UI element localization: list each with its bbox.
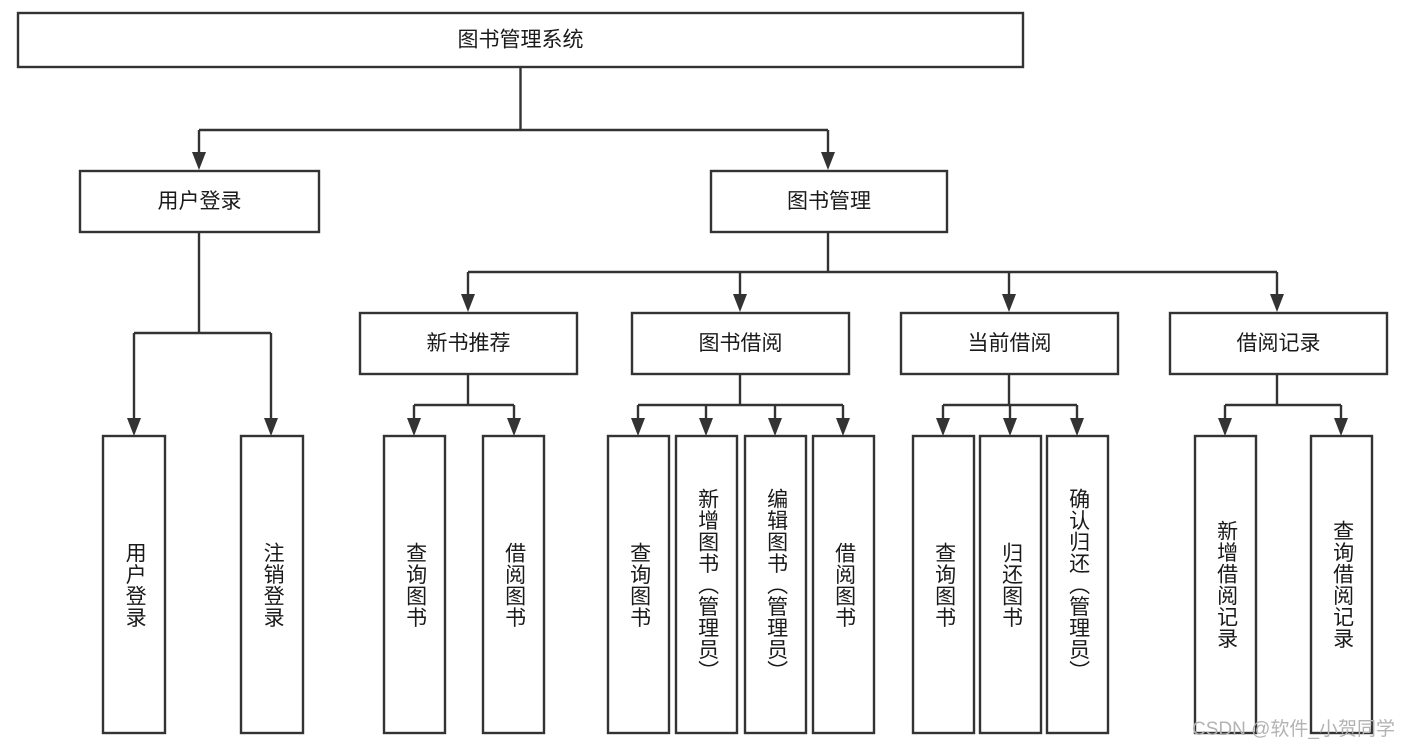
node-root[interactable]: 图书管理系统 (16, 11, 1025, 69)
leaf-logout-label: 注销登录 (261, 541, 285, 628)
leaf-edit-book[interactable]: 编辑图书（管理员） (743, 434, 808, 735)
leaf-add-record-box[interactable] (1193, 434, 1258, 735)
leaf-user-login-label: 用户登录 (123, 541, 147, 628)
leaf-confirm-return-label-wrap: 确认归还（管理员） (1066, 487, 1090, 682)
leaf-borrow-book-2-box[interactable] (811, 434, 876, 735)
leaf-query-book-2-label-wrap: 查询图书 (627, 541, 651, 628)
borrow-record-label: 借阅记录 (1237, 332, 1321, 355)
arrowhead-leaf-query-book-3 (936, 418, 950, 436)
leaf-query-book-2-box[interactable] (606, 434, 671, 735)
book-management-label: 图书管理 (787, 190, 871, 213)
leaf-add-record-label-wrap: 新增借阅记录 (1214, 520, 1238, 649)
arrowhead-borrow-record (1270, 294, 1284, 312)
arrowhead-leaf-edit-book (768, 418, 782, 436)
watermark-text: CSDN @软件_小贺同学 (1192, 718, 1395, 740)
leaf-borrow-book-1-label: 借阅图书 (502, 541, 526, 628)
root-label: 图书管理系统 (458, 29, 584, 52)
arrowhead-leaf-add-book (699, 418, 713, 436)
leaf-add-book-label: 新增图书（管理员） (695, 487, 719, 682)
node-book-management[interactable]: 图书管理 (709, 169, 949, 234)
leaf-borrow-book-2-label: 借阅图书 (832, 541, 856, 628)
leaf-query-record-box[interactable] (1309, 434, 1374, 735)
leaf-borrow-book-1-label-wrap: 借阅图书 (502, 541, 526, 628)
leaf-add-book[interactable]: 新增图书（管理员） (674, 434, 739, 735)
leaf-query-book-3-label: 查询图书 (932, 541, 956, 628)
leaf-edit-book-label: 编辑图书（管理员） (764, 487, 788, 682)
user-login-box[interactable] (78, 169, 321, 234)
leaf-return-book[interactable]: 归还图书 (978, 434, 1043, 735)
leaf-return-book-box[interactable] (978, 434, 1043, 735)
leaf-query-book-1-box[interactable] (382, 434, 447, 735)
leaf-add-book-box[interactable] (674, 434, 739, 735)
leaf-logout-label-wrap: 注销登录 (261, 541, 285, 628)
arrowhead-leaf-query-record (1334, 418, 1348, 436)
arrowhead-leaf-query-book-1 (407, 418, 421, 436)
node-new-book-recommend[interactable]: 新书推荐 (358, 311, 579, 376)
borrow-record-box[interactable] (1168, 311, 1389, 376)
leaf-user-login[interactable]: 用户登录 (101, 434, 167, 735)
arrowhead-leaf-query-book-2 (631, 418, 645, 436)
leaf-add-record-label: 新增借阅记录 (1214, 520, 1238, 649)
node-current-borrow[interactable]: 当前借阅 (899, 311, 1120, 376)
new-book-recommend-box[interactable] (358, 311, 579, 376)
leaf-query-book-3-box[interactable] (911, 434, 976, 735)
arrowhead-leaf-confirm-return (1070, 418, 1084, 436)
leaf-borrow-book-2-label-wrap: 借阅图书 (832, 541, 856, 628)
arrowhead-user-login (192, 152, 206, 170)
node-book-borrow[interactable]: 图书借阅 (630, 311, 851, 376)
leaf-query-book-1[interactable]: 查询图书 (382, 434, 447, 735)
arrowhead-current-borrow (1002, 294, 1016, 312)
leaf-logout[interactable]: 注销登录 (239, 434, 305, 735)
leaf-user-login-box[interactable] (101, 434, 167, 735)
leaf-confirm-return[interactable]: 确认归还（管理员） (1045, 434, 1110, 735)
leaf-query-book-2-label: 查询图书 (627, 541, 651, 628)
leaf-query-record-label-wrap: 查询借阅记录 (1330, 520, 1354, 649)
connector-layer (127, 67, 1348, 436)
leaf-return-book-label-wrap: 归还图书 (999, 541, 1023, 628)
leaf-edit-book-label-wrap: 编辑图书（管理员） (764, 487, 788, 682)
leaf-query-book-3-label-wrap: 查询图书 (932, 541, 956, 628)
leaf-edit-book-box[interactable] (743, 434, 808, 735)
leaf-return-book-label: 归还图书 (999, 541, 1023, 628)
user-login-label: 用户登录 (158, 190, 242, 213)
current-borrow-box[interactable] (899, 311, 1120, 376)
arrowhead-leaf-return-book (1003, 418, 1017, 436)
leaf-user-login-label-wrap: 用户登录 (123, 541, 147, 628)
leaf-query-book-1-label: 查询图书 (403, 541, 427, 628)
leaf-query-book-3[interactable]: 查询图书 (911, 434, 976, 735)
leaf-add-record[interactable]: 新增借阅记录 (1193, 434, 1258, 735)
leaf-confirm-return-label: 确认归还（管理员） (1066, 487, 1090, 682)
arrowhead-leaf-user-login (127, 418, 141, 436)
leaf-borrow-book-2[interactable]: 借阅图书 (811, 434, 876, 735)
current-borrow-label: 当前借阅 (968, 332, 1052, 355)
arrowhead-new-book-recommend (461, 294, 475, 312)
node-user-login[interactable]: 用户登录 (78, 169, 321, 234)
arrowhead-book-borrow (733, 294, 747, 312)
leaf-borrow-book-1-box[interactable] (481, 434, 546, 735)
arrowhead-leaf-add-record (1218, 418, 1232, 436)
arrowhead-leaf-borrow-book-1 (507, 418, 521, 436)
leaf-query-book-2[interactable]: 查询图书 (606, 434, 671, 735)
arrowhead-leaf-logout (264, 418, 278, 436)
leaf-query-record[interactable]: 查询借阅记录 (1309, 434, 1374, 735)
root-box[interactable] (16, 11, 1025, 69)
leaf-query-record-label: 查询借阅记录 (1330, 520, 1354, 649)
node-borrow-record[interactable]: 借阅记录 (1168, 311, 1389, 376)
arrowhead-leaf-borrow-book-2 (836, 418, 850, 436)
leaf-query-book-1-label-wrap: 查询图书 (403, 541, 427, 628)
arrowhead-book-management (821, 152, 835, 170)
book-management-box[interactable] (709, 169, 949, 234)
leaf-logout-box[interactable] (239, 434, 305, 735)
book-borrow-label: 图书借阅 (699, 332, 783, 355)
leaf-add-book-label-wrap: 新增图书（管理员） (695, 487, 719, 682)
book-borrow-box[interactable] (630, 311, 851, 376)
leaf-confirm-return-box[interactable] (1045, 434, 1110, 735)
new-book-recommend-label: 新书推荐 (427, 332, 511, 355)
leaf-borrow-book-1[interactable]: 借阅图书 (481, 434, 546, 735)
